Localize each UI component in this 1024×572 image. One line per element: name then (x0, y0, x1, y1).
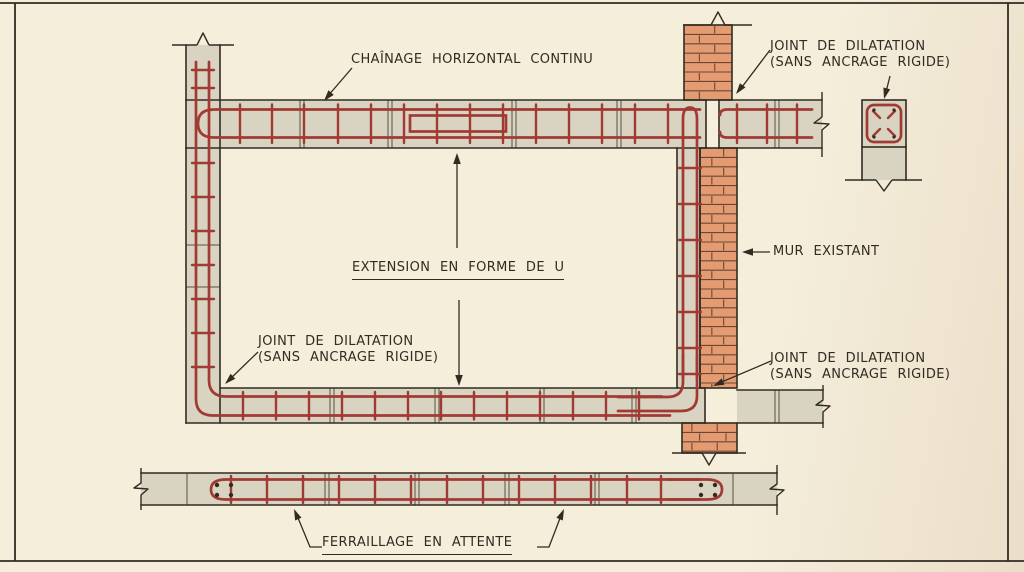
break-symbols (133, 11, 922, 515)
brick-wall-upper-segment (683, 24, 733, 101)
label-joint-top-right-line1: JOINT DE DILATATION (770, 39, 926, 54)
label-joint-left-line1: JOINT DE DILATATION (258, 334, 414, 349)
label-chainage-horizontal-continu: CHAÎNAGE HORIZONTAL CONTINU (351, 52, 594, 67)
label-joint-dilatation-bottom-right: JOINT DE DILATATION (SANS ANCRAGE RIGIDE… (770, 351, 950, 382)
brick-wall-existing (699, 147, 738, 389)
label-joint-top-right-line2: (SANS ANCRAGE RIGIDE) (770, 54, 951, 70)
brick-wall-lower-segment (681, 422, 738, 454)
extension-up-arrow (453, 153, 461, 248)
leader-chainage (324, 67, 353, 101)
sheet-frame (0, 2, 1024, 562)
bar-section-dots (214, 108, 896, 498)
stirrups (190, 68, 799, 505)
extension-down-arrow (455, 300, 463, 386)
leader-ferraillage-left (294, 509, 322, 548)
label-joint-dilatation-left: JOINT DE DILATATION (SANS ANCRAGE RIGIDE… (258, 334, 438, 365)
rebar-reinforcement (190, 60, 903, 505)
label-extension-text: EXTENSION EN FORME DE U (352, 260, 565, 280)
label-mur-existant: MUR EXISTANT (773, 244, 880, 259)
label-joint-bottom-right-line1: JOINT DE DILATATION (770, 351, 926, 366)
label-joint-bottom-right-line2: (SANS ANCRAGE RIGIDE) (770, 366, 951, 382)
leader-joint-left (225, 351, 259, 384)
label-ferraillage-en-attente: FERRAILLAGE EN ATTENTE (322, 535, 513, 555)
label-joint-dilatation-top-right: JOINT DE DILATATION (SANS ANCRAGE RIGIDE… (770, 39, 950, 70)
leader-mur-existant (742, 248, 770, 256)
leader-joint-top-right-section (883, 75, 891, 99)
section-corner-hooks (871, 109, 897, 138)
leader-joint-top-right-wall (736, 49, 771, 94)
concrete-outlines (140, 44, 907, 506)
label-ferraillage-text: FERRAILLAGE EN ATTENTE (322, 535, 513, 555)
leader-joint-bottom-right (713, 360, 772, 386)
label-extension-en-forme-de-u: EXTENSION EN FORME DE U (352, 260, 565, 280)
leader-arrows (225, 49, 891, 548)
leader-ferraillage-right (537, 509, 564, 548)
label-joint-left-line2: (SANS ANCRAGE RIGIDE) (258, 349, 439, 365)
